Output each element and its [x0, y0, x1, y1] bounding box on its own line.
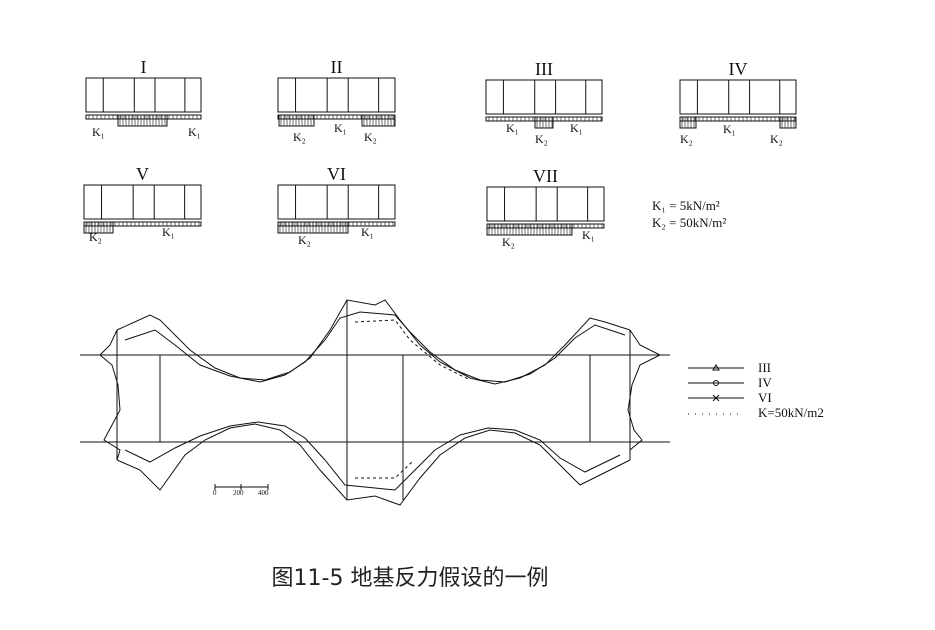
case-title: III	[535, 59, 553, 79]
legend-label: VI	[758, 390, 772, 405]
definition-k2: K₂ = 50kN/m²	[652, 215, 726, 230]
scale-labels: 0 200 400	[213, 489, 269, 497]
soft-spring-strip	[85, 114, 202, 120]
spring-label: K₁	[162, 225, 175, 239]
box-structure	[83, 184, 202, 220]
spring-label: K₂	[89, 230, 102, 244]
case-title: VII	[533, 166, 558, 186]
case-title: V	[136, 164, 149, 184]
spring-label: K₁	[92, 125, 105, 139]
box-structure	[277, 184, 396, 220]
case-i: I K₁ K₁	[85, 57, 202, 139]
case-vi: VI K₂ K₁	[277, 164, 396, 247]
spring-label: K₂	[293, 130, 306, 144]
upper-curve-dotted	[354, 319, 471, 381]
case-ii: II K₂ K₁ K₂	[277, 57, 396, 144]
box-structure	[486, 186, 605, 222]
spring-label: K₁	[723, 122, 736, 136]
spring-label: K₂	[502, 235, 515, 249]
box-structure	[85, 77, 202, 113]
stiff-spring-block	[83, 221, 114, 234]
legend-label: III	[758, 360, 771, 375]
soft-spring-strip	[277, 221, 396, 227]
case-title: I	[141, 57, 147, 77]
spring-label: K₁	[188, 125, 201, 139]
stiff-spring-block	[534, 116, 554, 129]
upper-curve-1	[116, 299, 631, 385]
case-v: V K₂ K₁	[83, 164, 202, 244]
reaction-plot	[80, 299, 670, 506]
spring-label: K₁	[361, 225, 374, 239]
legend-item: III	[688, 360, 771, 375]
spring-label: K₁	[570, 121, 583, 135]
upper-curve-2	[124, 311, 626, 383]
spring-label: K₂	[535, 132, 548, 146]
case-diagrams: I K₁ K₁ II K₂ K₁ K₂ III K₁ K₂ K₁ IV K₂ K₁ K₂ V K₂ K₁ VI K₂ K…	[83, 57, 797, 249]
spring-label: K₁	[506, 121, 519, 135]
case-title: VI	[327, 164, 346, 184]
scale-label-0: 0	[213, 489, 217, 497]
box-structure	[485, 79, 603, 115]
triangle-marker-icon	[712, 364, 720, 371]
lower-curve-dotted	[355, 461, 413, 479]
spring-label: K₂	[680, 132, 693, 146]
cross-marker-icon	[712, 394, 720, 402]
circle-marker-icon	[713, 380, 719, 386]
legend-item: VI	[688, 390, 772, 405]
case-iii: III K₁ K₂ K₁	[485, 59, 603, 146]
case-iv: IV K₂ K₁ K₂	[679, 59, 797, 146]
left-end-trace	[99, 329, 121, 461]
legend-item: IV	[688, 375, 772, 390]
spring-label: K₂	[364, 130, 377, 144]
case-vii: VII K₂ K₁	[486, 166, 605, 249]
spring-label: K₂	[298, 233, 311, 247]
soft-spring-strip	[83, 221, 202, 227]
case-title: IV	[729, 59, 748, 79]
soft-spring-strip	[277, 114, 396, 120]
spring-label: K₂	[770, 132, 783, 146]
scale-label-200: 200	[233, 489, 244, 497]
lower-curve-1	[116, 423, 631, 506]
box-structure	[679, 79, 797, 115]
spring-definitions: K₁ = 5kN/m² K₂ = 50kN/m²	[652, 198, 726, 230]
soft-spring-strip	[679, 116, 797, 122]
right-end-trace	[627, 329, 662, 460]
scale-label-400: 400	[258, 489, 269, 497]
stiff-spring-block	[117, 114, 168, 127]
legend-item: K=50kN/m2	[688, 405, 824, 420]
stiff-spring-block	[486, 223, 573, 236]
spring-label: K₁	[334, 121, 347, 135]
soft-spring-strip	[485, 116, 603, 122]
stiff-spring-block	[278, 114, 315, 127]
definition-k1: K₁ = 5kN/m²	[652, 198, 720, 213]
box-structure	[277, 77, 396, 113]
spring-label: K₁	[582, 228, 595, 242]
figure-caption: 图11-5 地基反力假设的一例	[271, 566, 549, 591]
stiff-spring-block	[361, 114, 396, 127]
case-title: II	[331, 57, 343, 77]
lower-curve-2	[124, 421, 621, 491]
legend-label: IV	[758, 375, 772, 390]
legend-label: K=50kN/m2	[758, 405, 824, 420]
